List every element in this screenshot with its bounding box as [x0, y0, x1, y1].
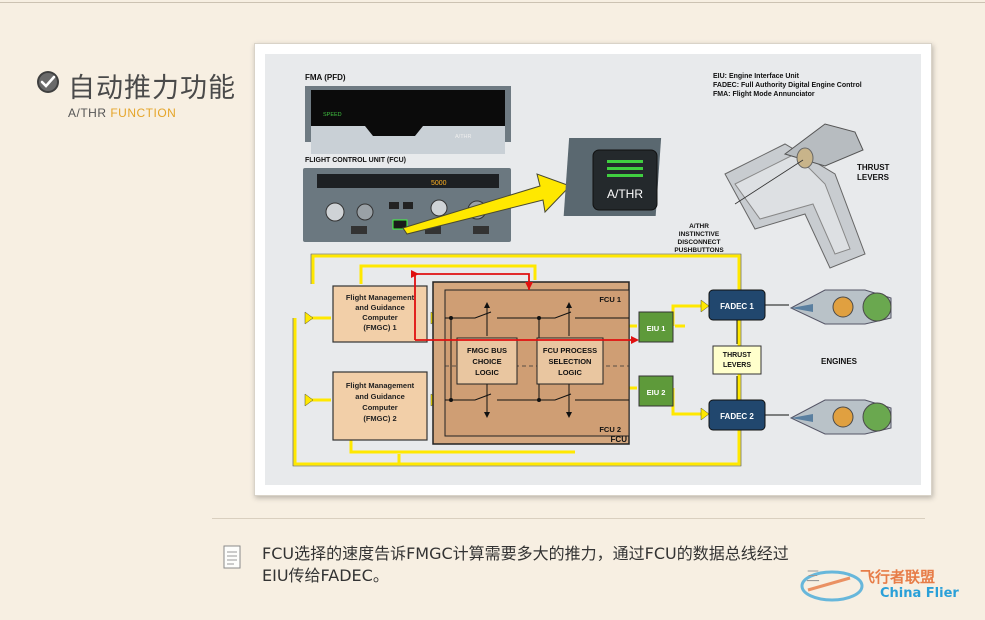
fmgc2-line4: (FMGC) 2 — [363, 414, 396, 423]
disconnect-label-3: DISCONNECT — [678, 239, 721, 246]
bus-arrowhead — [700, 407, 710, 421]
fma-display: SPEED A/THR — [305, 86, 511, 154]
fmgc2-line1: Flight Management — [346, 381, 415, 390]
slide-note: FCU选择的速度告诉FMGC计算需要多大的推力，通过FCU的数据总线经过 EIU… — [262, 543, 789, 587]
fcu-display: 5000 — [431, 180, 447, 187]
fmgc2-box: Flight Management and Guidance Computer … — [332, 371, 428, 441]
checkmark-bullet-icon — [37, 71, 59, 93]
center-levers-line1: THRUST — [723, 352, 752, 359]
fcu-main-label: FCU — [611, 435, 628, 444]
bus-arrowhead — [304, 311, 314, 325]
watermark-logo-icon — [800, 570, 864, 602]
proc-logic-line3: LOGIC — [558, 368, 582, 377]
note-line-2: EIU传给FADEC。 — [262, 566, 389, 585]
fcu-panel: 5000 — [303, 168, 511, 242]
athr-button-label: A/THR — [607, 187, 643, 201]
note-line-1: FCU选择的速度告诉FMGC计算需要多大的推力，通过FCU的数据总线经过 — [262, 544, 789, 563]
bus-logic-line1: FMGC BUS — [467, 346, 507, 355]
proc-logic-line1: FCU PROCESS — [543, 346, 597, 355]
lever-links — [736, 304, 789, 416]
content-separator — [212, 518, 925, 519]
red-arrowhead — [411, 270, 419, 278]
engines-label: ENGINES — [821, 357, 858, 366]
fadec2-label: FADEC 2 — [720, 412, 754, 421]
bus-logic-line2: CHOICE — [472, 357, 501, 366]
engine-2-illustration — [789, 399, 892, 435]
slide-title: 自动推力功能 — [68, 73, 236, 104]
fmgc1-line1: Flight Management — [346, 293, 415, 302]
legend-fma: FMA: Flight Mode Annunciator — [713, 91, 815, 98]
bus-arrowhead — [700, 299, 710, 313]
watermark-left-text: 三 — [806, 569, 820, 585]
disconnect-label-1: A/THR — [689, 223, 709, 230]
subtitle-prefix: A/THR — [68, 106, 111, 120]
center-thrust-levers-box: THRUST LEVERS — [712, 345, 762, 375]
fmgc1-line2: and Guidance — [355, 303, 405, 312]
legend-eiu: EIU: Engine Interface Unit — [713, 73, 800, 80]
thrust-levers-label-2: LEVERS — [857, 173, 890, 182]
proc-logic-line2: SELECTION — [549, 357, 592, 366]
bus-arrowhead — [304, 393, 314, 407]
fcu-knob-speed — [325, 202, 345, 222]
red-arrowhead — [525, 282, 533, 290]
fcu-knob-alt — [430, 199, 448, 217]
fcu2-label: FCU 2 — [599, 425, 621, 434]
thrust-levers-label-1: THRUST — [857, 163, 890, 172]
document-note-icon — [223, 545, 241, 569]
subtitle-highlight: FUNCTION — [110, 106, 177, 120]
athr-diagram-frame: FMA (PFD) SPEED A/THR FLIGHT CONTROL UNI… — [254, 43, 932, 496]
red-arrowhead — [631, 336, 639, 344]
eiu2-label: EIU 2 — [647, 388, 666, 397]
fma-speed: SPEED — [323, 112, 342, 118]
fmgc2-line2: and Guidance — [355, 392, 405, 401]
fmgc1-line4: (FMGC) 1 — [363, 323, 396, 332]
thrust-lever-illustration — [724, 123, 866, 269]
fma-label: FMA (PFD) — [305, 73, 346, 82]
fmgc1-line3: Computer — [362, 313, 397, 322]
fmgc2-line3: Computer — [362, 403, 397, 412]
fcu1-label: FCU 1 — [599, 295, 621, 304]
legend-fadec: FADEC: Full Authority Digital Engine Con… — [713, 82, 862, 89]
fmgc1-box: Flight Management and Guidance Computer … — [332, 285, 428, 343]
fadec1-box: FADEC 1 — [708, 289, 766, 321]
watermark-brand-cn: 飞行者联盟 — [860, 568, 936, 586]
watermark-brand-en: China Flier — [880, 586, 959, 601]
eiu1-box: EIU 1 — [638, 311, 674, 343]
top-border-line — [0, 2, 985, 3]
fcu-unit-label: FLIGHT CONTROL UNIT (FCU) — [305, 157, 406, 164]
fma-athr: A/THR — [455, 134, 472, 140]
fadec2-box: FADEC 2 — [708, 399, 766, 431]
engine-1-illustration — [789, 289, 892, 325]
athr-button-enlarged: A/THR — [563, 138, 662, 216]
fcu-knob-heading — [356, 203, 374, 221]
zoom-arrow — [402, 173, 571, 235]
fadec1-label: FADEC 1 — [720, 302, 754, 311]
slide-subtitle: A/THR FUNCTION — [68, 106, 176, 120]
bus-logic-line3: LOGIC — [475, 368, 499, 377]
center-levers-line2: LEVERS — [723, 362, 751, 369]
eiu1-label: EIU 1 — [647, 324, 666, 333]
disconnect-label-2: INSTINCTIVE — [679, 231, 720, 238]
eiu2-box: EIU 2 — [638, 375, 674, 407]
athr-diagram: FMA (PFD) SPEED A/THR FLIGHT CONTROL UNI… — [265, 54, 921, 485]
fcu-processing-box: FCU 1 FCU 2 FCU FMGC BUS CHOICE LOGIC FC… — [432, 281, 630, 445]
disconnect-label-4: PUSHBUTTONS — [674, 247, 724, 254]
